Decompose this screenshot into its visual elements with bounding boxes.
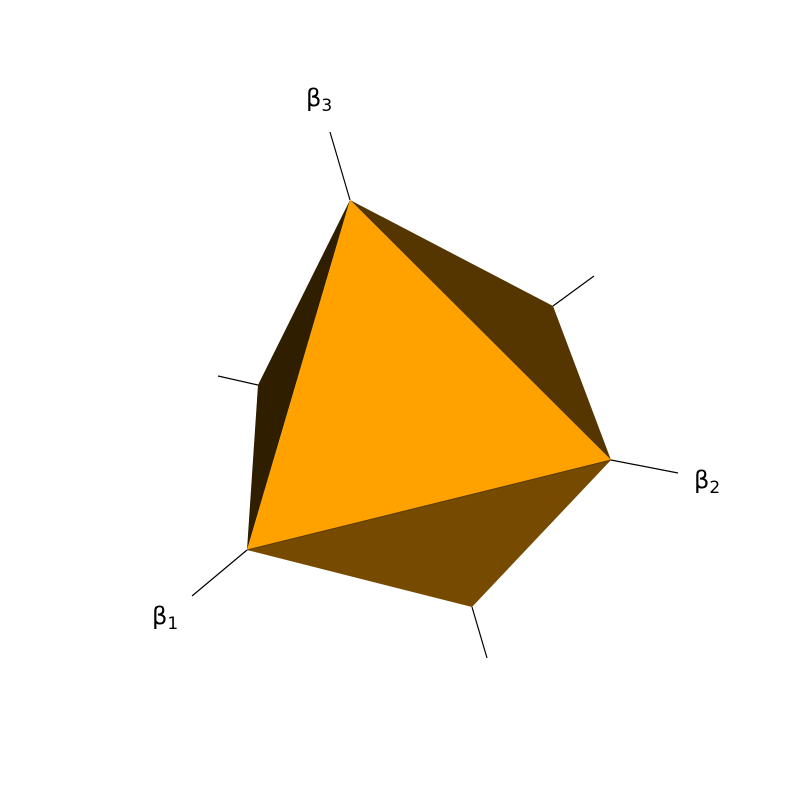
axis-negbeta2-line — [217, 375, 259, 386]
axis-beta1-line — [191, 549, 248, 597]
octahedron — [246, 200, 612, 607]
label-beta3: β3 — [306, 84, 332, 116]
label-beta2: β2 — [694, 466, 720, 498]
axis-beta3-line — [329, 131, 351, 201]
face-lower — [247, 460, 611, 607]
front-lower-edge — [246, 459, 612, 551]
axis-beta2-line — [610, 459, 679, 474]
axis-negbeta1-line — [552, 275, 595, 307]
axis-lines — [191, 131, 679, 659]
label-beta1: β1 — [152, 602, 178, 634]
axis-negbeta3-line — [471, 606, 488, 659]
face-front — [247, 200, 611, 550]
